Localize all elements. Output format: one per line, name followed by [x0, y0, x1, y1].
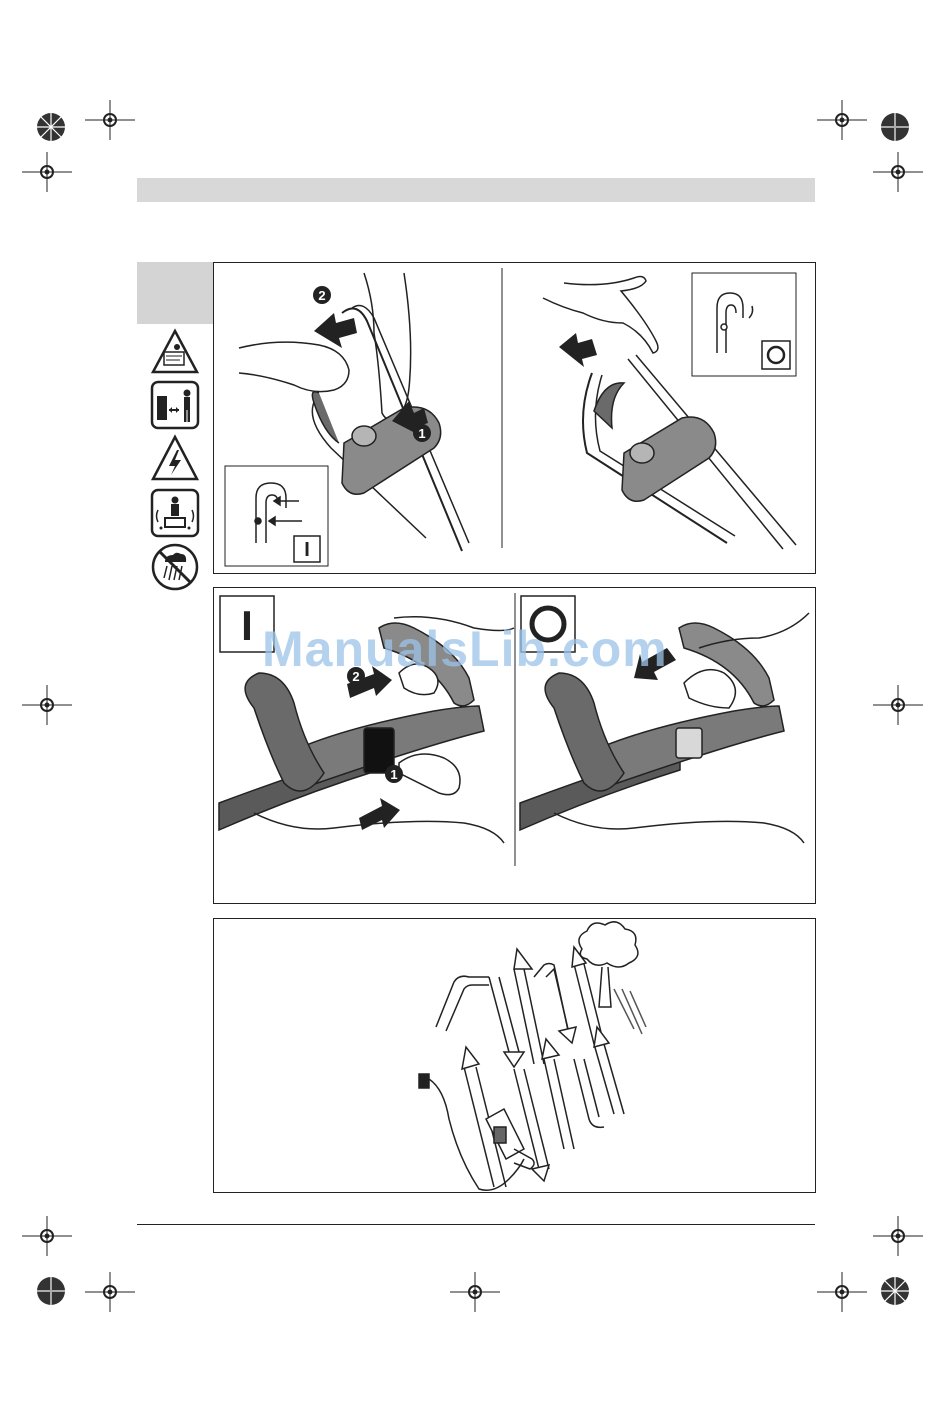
- registration-mark-top-left: [26, 102, 76, 152]
- step-badge-1: 1: [390, 767, 397, 782]
- crosshair-mark: [873, 152, 923, 192]
- crosshair-mark: [873, 685, 923, 725]
- registration-mark-top-right: [870, 102, 920, 152]
- crosshair-mark: [22, 685, 72, 725]
- bystander-debris-icon: [150, 488, 202, 542]
- registration-mark-bottom-right: [870, 1266, 920, 1316]
- side-tab: [137, 262, 213, 324]
- step-badge-2: 2: [318, 288, 325, 303]
- figure-panel-handle-fold: 2 1 I: [213, 262, 816, 574]
- figure-panel-mowing-pattern: [213, 918, 816, 1193]
- registration-mark-bottom-left: [26, 1266, 76, 1316]
- switch-on-symbol-small: I: [304, 539, 310, 561]
- crosshair-mark: [450, 1272, 500, 1312]
- watermark: ManualsLib.com: [262, 620, 668, 678]
- footer-rule: [137, 1224, 815, 1225]
- switch-on-symbol: I: [241, 602, 253, 649]
- crosshair-mark: [22, 1216, 72, 1256]
- crosshair-mark: [22, 152, 72, 192]
- keep-distance-icon: [150, 380, 202, 434]
- safety-icons: [150, 328, 202, 596]
- crosshair-mark: [817, 1272, 867, 1312]
- no-rain-icon: [150, 542, 202, 596]
- crosshair-mark: [85, 1272, 135, 1312]
- read-manual-icon: [150, 328, 202, 380]
- step-badge-1: 1: [418, 426, 425, 441]
- mowing-path-arrows: [436, 947, 624, 1187]
- header-band: [137, 178, 815, 202]
- crosshair-mark: [85, 100, 135, 140]
- tree-rain-illustration: [579, 922, 646, 1034]
- crosshair-mark: [817, 100, 867, 140]
- arrow-icon: [559, 333, 597, 367]
- electric-shock-icon: [150, 434, 202, 488]
- crosshair-mark: [873, 1216, 923, 1256]
